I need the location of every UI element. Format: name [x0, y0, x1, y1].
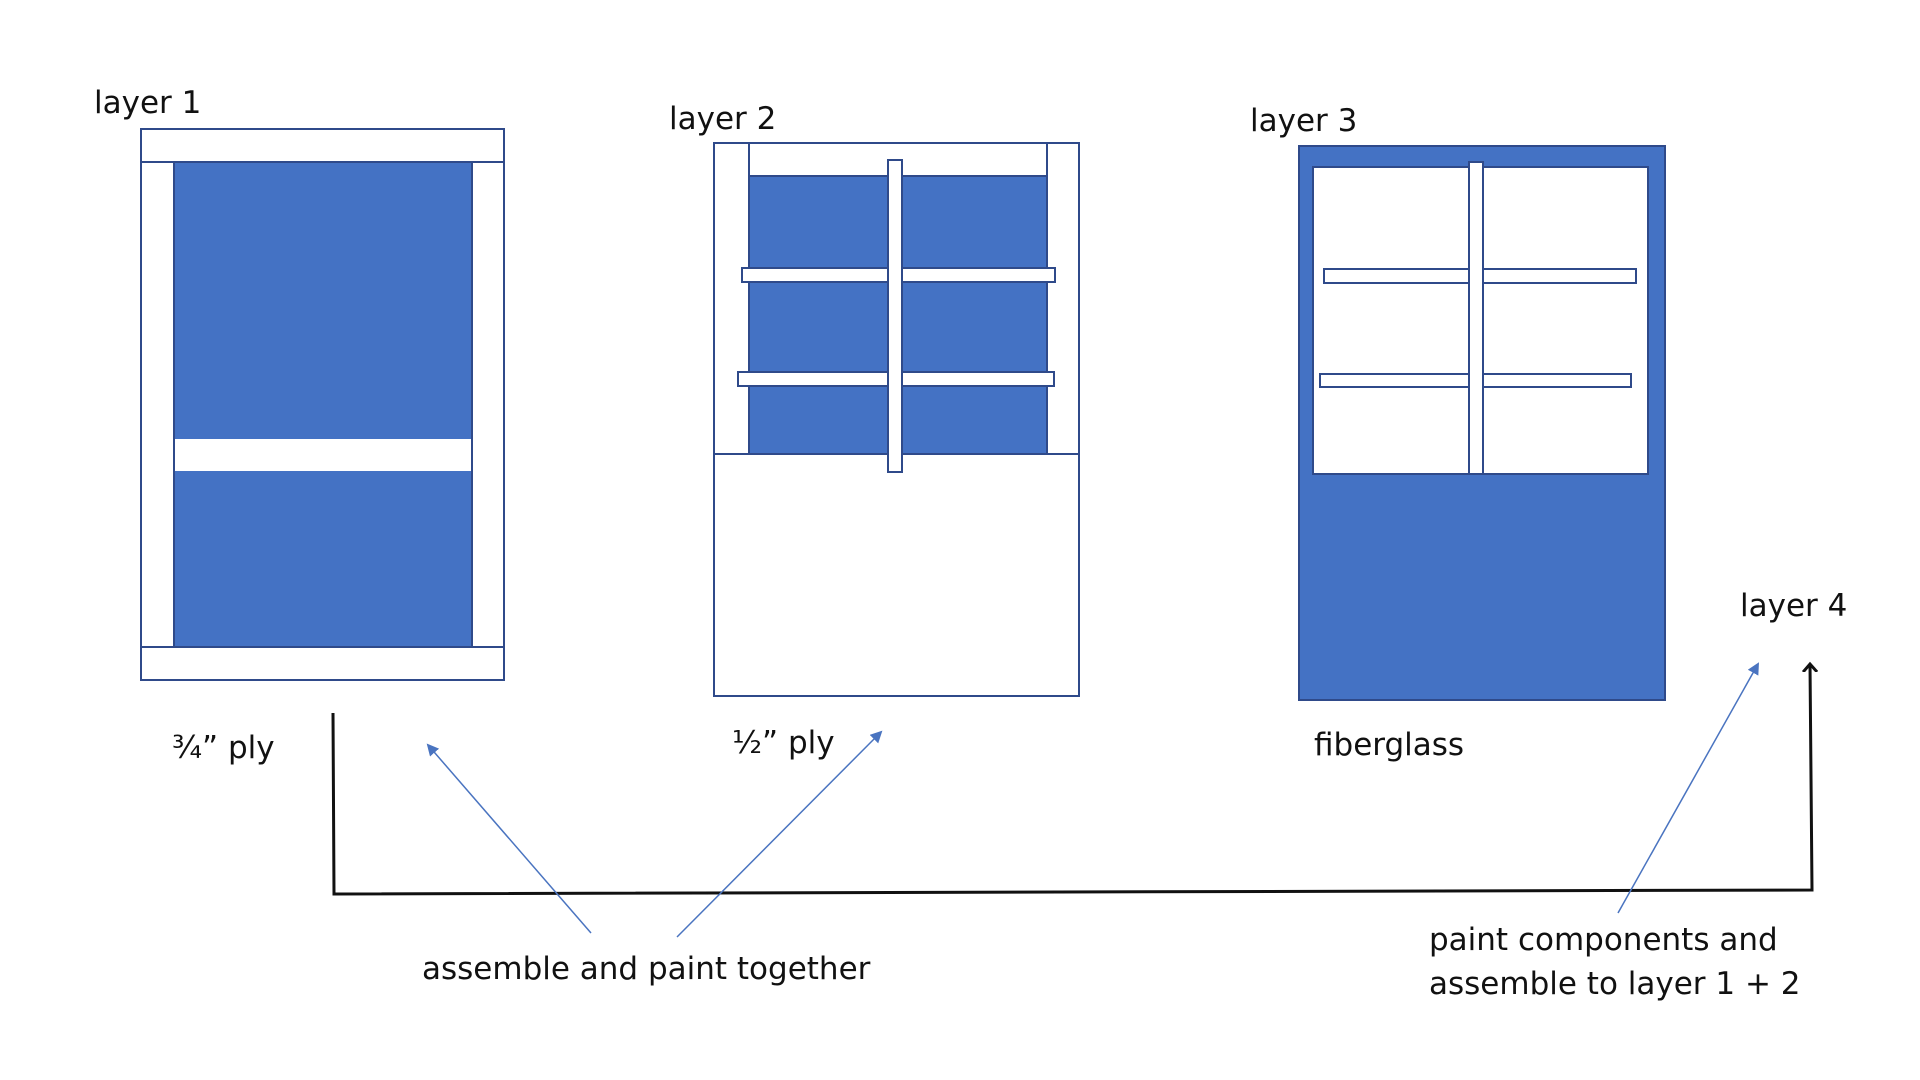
layer-1-upper-opening [174, 162, 472, 439]
callout-arrow-to-layer-4 [1617, 662, 1759, 914]
layer-2-title: layer 2 [669, 101, 777, 137]
paint-note-line-1: paint components and [1429, 922, 1778, 958]
layer-1-title: layer 1 [94, 85, 202, 121]
layer-4-title: layer 4 [1740, 588, 1848, 624]
layer-1-panel [140, 128, 505, 681]
layer-3-vertical-muntin [1468, 161, 1484, 475]
callout-arrow-to-layer-2 [676, 730, 883, 938]
assemble-note: assemble and paint together [422, 951, 871, 987]
layer-3-material-label: fiberglass [1314, 727, 1465, 763]
layer-1-material-label: ¾” ply [172, 730, 275, 766]
layer-2-vertical-muntin [887, 159, 903, 473]
layer-2-panel [713, 142, 1080, 697]
layer-1-lower-opening [174, 471, 472, 647]
layer-2-material-label: ½” ply [732, 725, 835, 761]
paint-note-line-2: assemble to layer 1 + 2 [1429, 966, 1801, 1002]
assembly-connector-line [331, 664, 1812, 896]
layer-3-title: layer 3 [1250, 103, 1358, 139]
layer-3-panel [1298, 145, 1666, 701]
callout-arrow-to-layer-1 [426, 743, 592, 934]
